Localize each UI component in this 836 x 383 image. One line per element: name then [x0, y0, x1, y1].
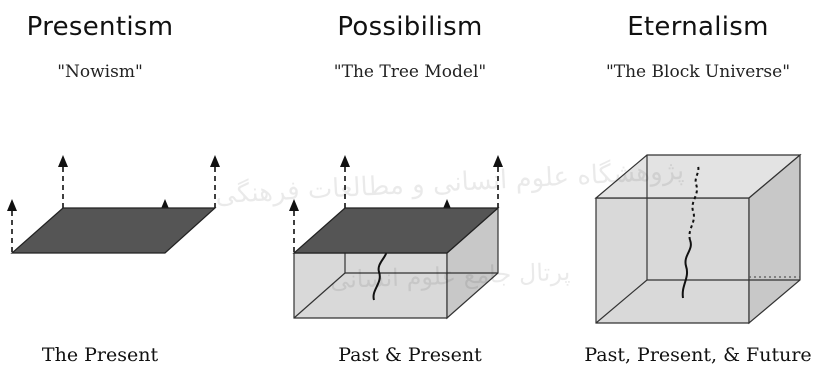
panel-presentism: Presentism "Nowism" The Present	[0, 0, 200, 383]
panel-title: Presentism	[26, 12, 174, 42]
panel-subtitle: "The Tree Model"	[333, 62, 487, 82]
arrow-tip	[58, 155, 68, 167]
panel-subtitle: "Nowism"	[57, 62, 143, 82]
arrow-tip	[340, 155, 350, 167]
panel-caption: Past & Present	[338, 344, 482, 366]
possibilism-figure	[289, 155, 503, 320]
panel-possibilism: Possibilism "The Tree Model" Past & Pres…	[280, 0, 540, 383]
inner-edge	[595, 279, 648, 324]
present-slice	[10, 207, 217, 254]
arrow-tip	[7, 199, 17, 211]
panel-caption: The Present	[41, 344, 159, 366]
panel-title: Eternalism	[627, 12, 769, 42]
present-slice	[292, 207, 500, 254]
panel-caption: Past, Present, & Future	[584, 344, 812, 366]
worldline-future	[688, 165, 700, 241]
presentism-figure	[7, 155, 220, 254]
eternalism-figure	[594, 153, 802, 325]
worldline	[681, 239, 692, 299]
arrow-tip	[210, 155, 220, 167]
inner-edge	[293, 272, 346, 319]
panel-title: Possibilism	[337, 12, 483, 42]
arrow-tip	[289, 199, 299, 211]
panel-subtitle: "The Block Universe"	[605, 62, 791, 82]
panel-eternalism: Eternalism "The Block Universe" Past, Pr…	[560, 0, 836, 383]
block-front	[293, 252, 448, 319]
arrow-tip	[493, 155, 503, 167]
